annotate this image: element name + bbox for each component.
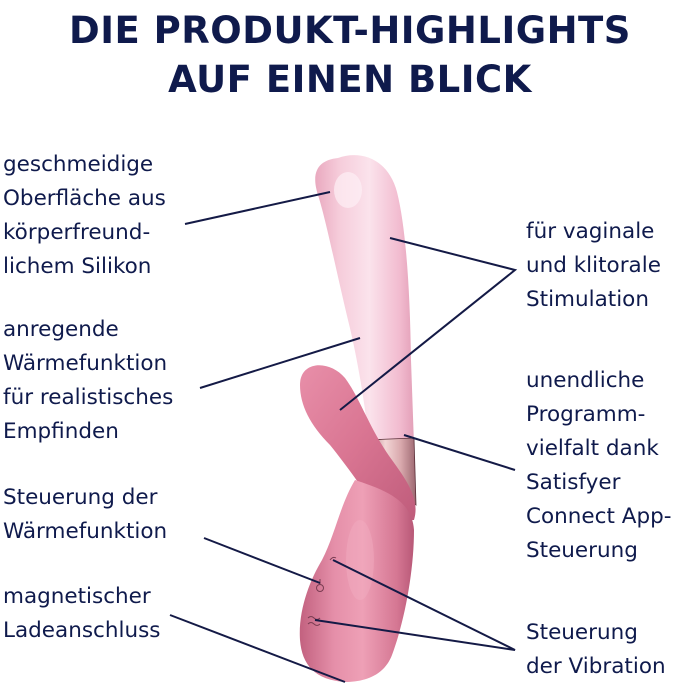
label-line: Programm- <box>526 402 646 427</box>
label-line: Satisfyer <box>526 470 621 495</box>
label-line: Wärmefunktion <box>3 351 168 376</box>
label-line: Steuerung der <box>3 485 158 510</box>
feature-app-label: unendliche Programm- vielfalt dank Satis… <box>526 364 672 568</box>
page-title: DIE PRODUKT-HIGHLIGHTS AUF EINEN BLICK <box>0 6 700 104</box>
label-line: anregende <box>3 317 119 342</box>
leader-warming <box>199 337 361 389</box>
heat-icon[interactable] <box>329 556 337 561</box>
feature-charging-label: magnetischer Ladeanschluss <box>3 580 160 648</box>
label-line: Wärmefunktion <box>3 519 168 544</box>
leader-surface <box>184 191 331 225</box>
label-line: magnetischer <box>3 584 151 609</box>
leader-lines <box>169 191 518 683</box>
label-line: Empfinden <box>3 419 119 444</box>
feature-warming-label: anregende Wärmefunktion für realistische… <box>3 313 173 449</box>
label-line: lichem Silikon <box>3 254 152 279</box>
leader-vibration-control <box>314 559 516 651</box>
label-line: vielfalt dank <box>526 436 659 461</box>
label-line: Connect App- <box>526 504 672 529</box>
label-line: Ladeanschluss <box>3 618 161 643</box>
title-line-1: DIE PRODUKT-HIGHLIGHTS <box>69 9 631 52</box>
leader-heat-control <box>203 537 321 584</box>
title-line-2: AUF EINEN BLICK <box>168 58 532 101</box>
label-line: geschmeidige <box>3 152 154 177</box>
label-line: für realistisches <box>3 385 174 410</box>
label-line: körperfreund- <box>3 220 151 245</box>
feature-surface-label: geschmeidige Oberfläche aus körperfreund… <box>3 148 166 284</box>
insertable-shaft <box>315 155 414 452</box>
leader-charging <box>169 614 346 683</box>
label-line: der Vibration <box>526 654 666 679</box>
feature-vibration-control-label: Steuerung der Vibration <box>526 616 666 684</box>
label-line: Oberfläche aus <box>3 186 166 211</box>
label-line: Steuerung <box>526 620 638 645</box>
label-line: unendliche <box>526 368 645 393</box>
label-line: Steuerung <box>526 538 638 563</box>
vibration-icon[interactable] <box>307 616 321 626</box>
clitoral-arm <box>300 365 416 520</box>
label-line: Stimulation <box>526 287 649 312</box>
feature-heat-control-label: Steuerung der Wärmefunktion <box>3 481 167 549</box>
leader-app <box>403 434 516 471</box>
feature-stimulation-label: für vaginale und klitorale Stimulation <box>526 215 661 317</box>
label-line: für vaginale <box>526 219 655 244</box>
leader-stimulation <box>339 237 518 411</box>
label-line: und klitorale <box>526 253 661 278</box>
